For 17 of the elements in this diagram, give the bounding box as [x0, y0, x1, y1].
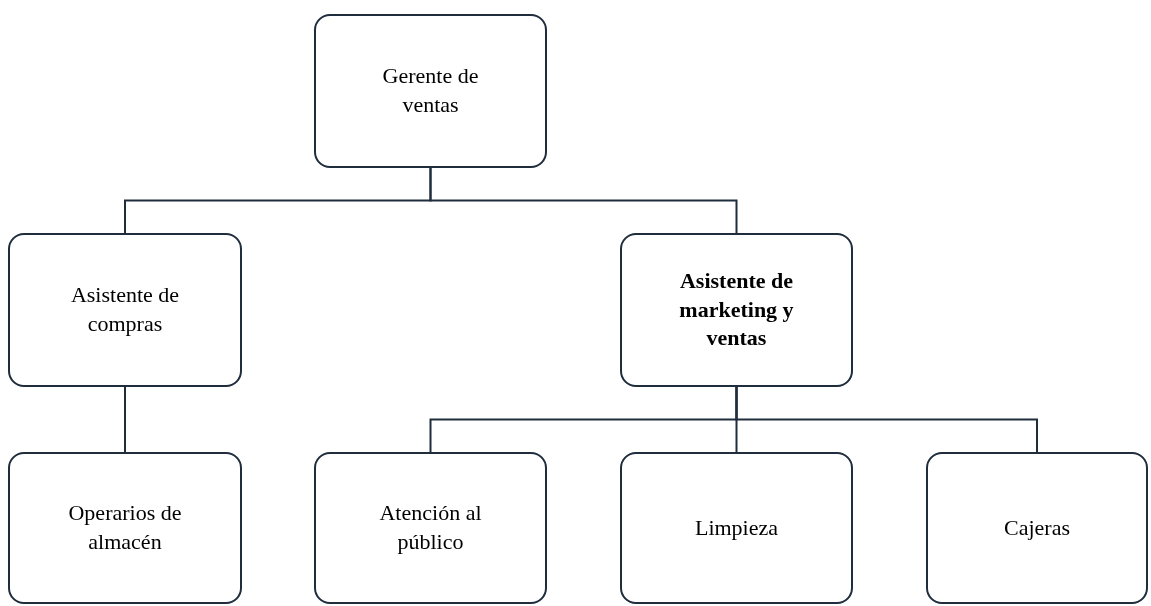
connector-line — [124, 386, 126, 453]
role-label: Atención al público — [378, 499, 483, 556]
role-label: Limpieza — [694, 513, 779, 542]
role-label: Asistente de compras — [69, 281, 181, 338]
org-box — [926, 452, 1148, 604]
org-box — [314, 14, 547, 168]
org-box — [620, 233, 853, 387]
org-box — [620, 452, 853, 604]
connector-line — [429, 167, 738, 234]
role-label: Asistente de marketing y ventas — [678, 267, 795, 353]
role-label: Operarios de almacén — [67, 499, 183, 556]
org-box — [8, 233, 242, 387]
connector-line — [735, 386, 1038, 453]
role-label: Gerente de ventas — [381, 62, 480, 119]
role-label: Cajeras — [1004, 513, 1070, 542]
org-box — [8, 452, 242, 604]
org-box — [314, 452, 547, 604]
